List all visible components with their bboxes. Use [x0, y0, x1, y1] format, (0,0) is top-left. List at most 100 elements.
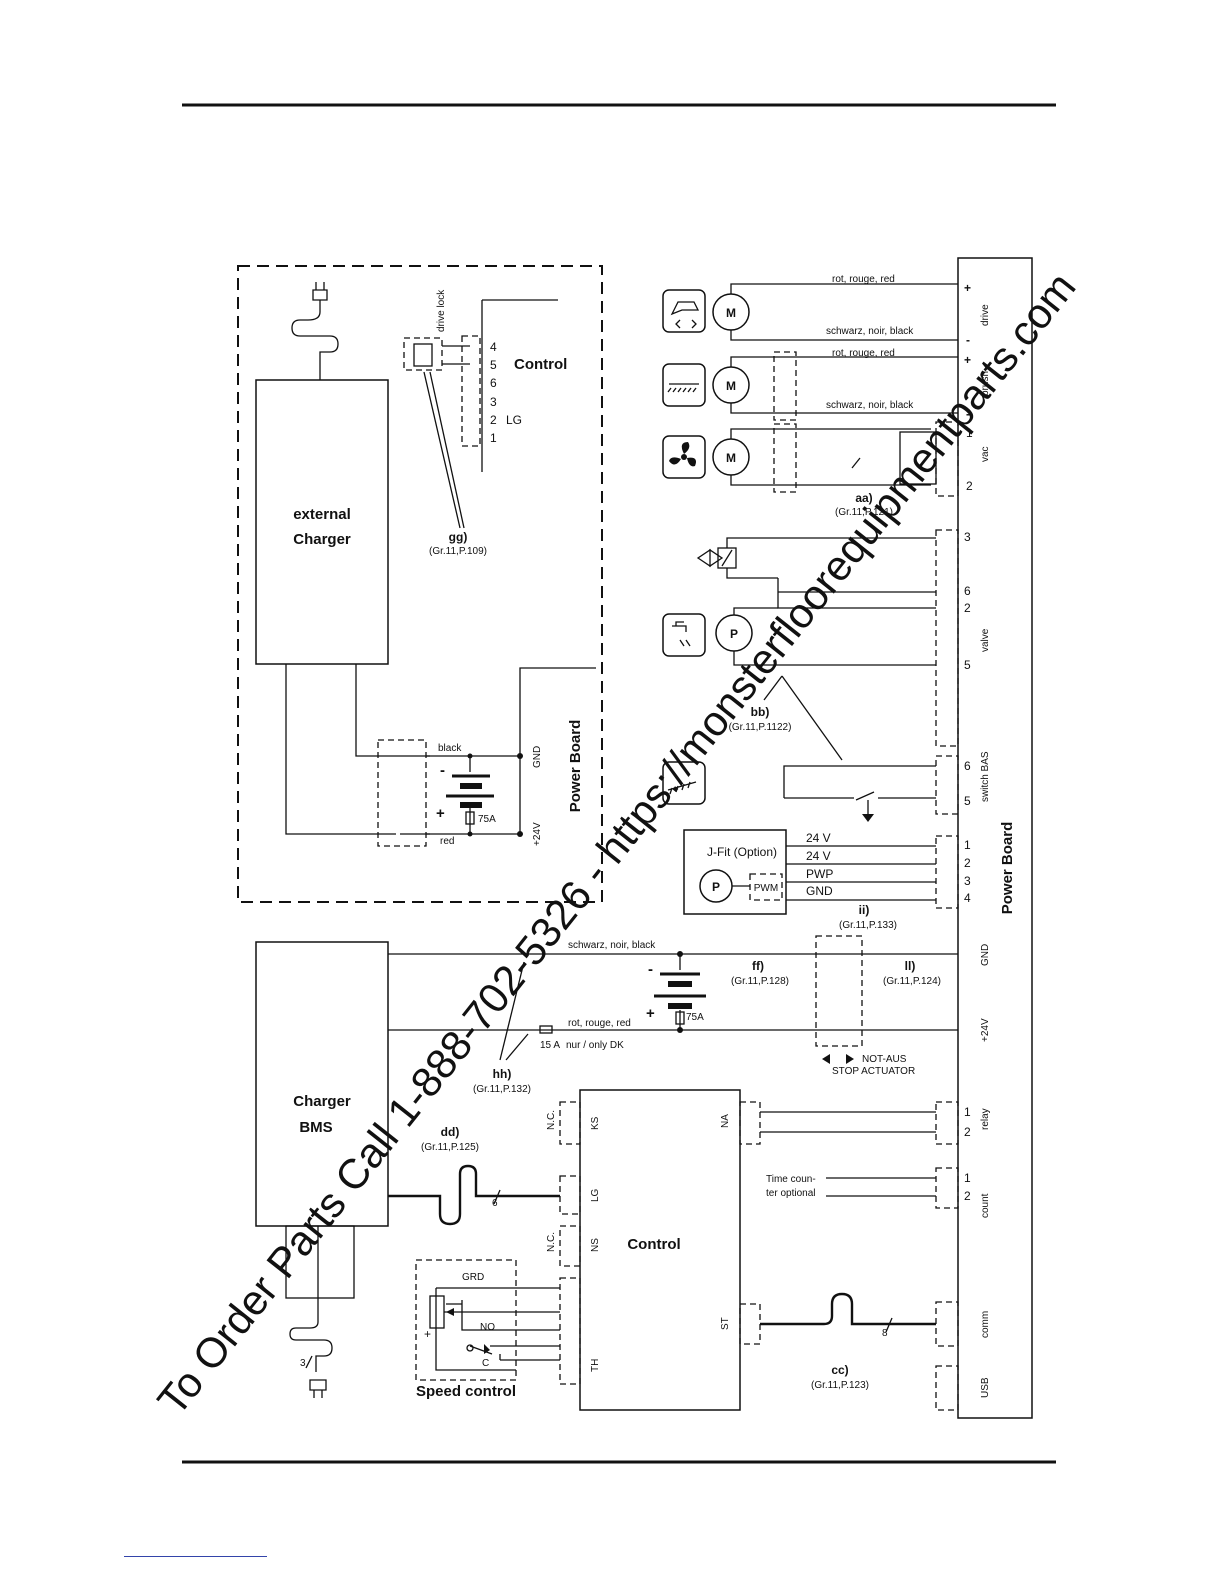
svg-text:2: 2 [964, 601, 971, 615]
cc-label: cc) [831, 1363, 848, 1377]
svg-text:M: M [726, 379, 736, 393]
svg-text:N.C.: N.C. [546, 1110, 557, 1130]
ii-label: ii) [859, 903, 870, 917]
footer-link-underline [124, 1556, 267, 1557]
vacuum-fan-icon [662, 435, 706, 479]
control-title-top: Control [514, 356, 567, 373]
svg-text:1: 1 [964, 1171, 971, 1185]
charger-bms-label-1: Charger [293, 1093, 351, 1110]
svg-text:5: 5 [964, 658, 971, 672]
comm-port-label: comm [980, 1311, 991, 1338]
v24-label-main: +24V [980, 1018, 991, 1042]
svg-text:6: 6 [964, 759, 971, 773]
control-title-lower: Control [627, 1236, 680, 1253]
jfit-port-connector [935, 835, 959, 909]
fuse-15a-label: 15 A [540, 1040, 560, 1051]
main-battery [654, 954, 706, 1030]
svg-text:NS: NS [590, 1238, 601, 1252]
svg-text:+: + [964, 281, 971, 295]
count-port-label: count [980, 1193, 991, 1218]
dd-ref: (Gr.11,P.125) [421, 1142, 479, 1153]
svg-text:3: 3 [964, 874, 971, 888]
usb-port-connector [935, 1365, 959, 1411]
brush-icon [662, 363, 706, 407]
svg-text:PWP: PWP [806, 867, 833, 881]
hh-ref: (Gr.11,P.132) [473, 1084, 531, 1095]
time-counter-label-1: Time coun- [766, 1174, 816, 1185]
control-pin-list: 4 5 6 3 2 1 [490, 340, 497, 445]
aa-label: aa) [855, 491, 872, 505]
valve-port-connector [935, 529, 959, 747]
potentiometer [429, 1295, 445, 1329]
ll-label: ll) [905, 959, 916, 973]
speed-control-label: Speed control [416, 1383, 516, 1400]
svg-text:1: 1 [964, 838, 971, 852]
gg-label: gg) [449, 530, 468, 544]
solenoid-valve-icon [696, 547, 737, 569]
brush-red-label: rot, rouge, red [832, 348, 895, 359]
brush-port-label: brush [980, 371, 991, 396]
main-black-label: schwarz, noir, black [568, 940, 656, 951]
gnd-label-top: GND [532, 746, 543, 768]
bb-ref: (Gr.11,P.1122) [729, 722, 792, 733]
svg-text:1: 1 [490, 431, 497, 445]
drive-black-label: schwarz, noir, black [826, 326, 914, 337]
svg-text:1: 1 [964, 1105, 971, 1119]
stop-actuator-label: STOP ACTUATOR [832, 1066, 915, 1077]
svg-text:3: 3 [300, 1358, 306, 1369]
ff-label: ff) [752, 959, 764, 973]
power-board [957, 257, 1033, 1419]
svg-text:24 V: 24 V [806, 849, 831, 863]
svg-text:6: 6 [490, 376, 497, 390]
svg-text:-: - [648, 961, 653, 978]
svg-text:5: 5 [964, 794, 971, 808]
lg-connector [559, 1175, 581, 1215]
relay-port-label: relay [980, 1108, 991, 1130]
vac-port-label: vac [980, 446, 991, 462]
ks-connector [559, 1101, 581, 1145]
svg-text:LG: LG [590, 1188, 601, 1202]
svg-text:+: + [964, 353, 971, 367]
svg-text:KS: KS [590, 1116, 601, 1130]
v24-label-top: +24V [532, 822, 543, 846]
vac-port-connector [935, 421, 959, 497]
brush-connector [773, 351, 797, 421]
vac-connector [773, 423, 797, 493]
power-board-label-left: Power Board [567, 720, 584, 813]
charger-bms-label-2: BMS [299, 1119, 332, 1136]
switch-bas-icon [662, 761, 706, 805]
svg-text:+: + [646, 1005, 655, 1022]
external-charger-box [255, 379, 389, 665]
drive-icon [662, 289, 706, 333]
main-red-label: rot, rouge, red [568, 1018, 631, 1029]
ns-connector [559, 1225, 581, 1267]
drive-red-label: rot, rouge, red [832, 274, 895, 285]
svg-text:P: P [730, 627, 738, 641]
mains-plug-icon-bottom: 3 [289, 1226, 333, 1398]
svg-text:+: + [424, 1327, 431, 1341]
power-board-label-right: Power Board [999, 822, 1016, 915]
svg-text:NA: NA [720, 1114, 731, 1128]
ii-ref: (Gr.11,P.133) [839, 920, 897, 931]
emergency-stop-connector [815, 935, 863, 1047]
svg-text:24 V: 24 V [806, 831, 831, 845]
svg-text:2: 2 [964, 1125, 971, 1139]
ll-ref: (Gr.11,P.124) [883, 976, 941, 987]
external-charger-label-1: external [293, 506, 351, 523]
red-label: red [440, 836, 454, 847]
svg-text:6: 6 [492, 1198, 498, 1209]
battery-minus: - [440, 762, 445, 779]
charger-bms-box [255, 941, 389, 1227]
lg-label-top: LG [506, 413, 522, 427]
svg-text:M: M [726, 451, 736, 465]
drive-lock-label: drive lock [436, 289, 447, 332]
count-port-connector [935, 1167, 959, 1209]
drive-port-label: drive [980, 304, 991, 326]
charger-connector [377, 739, 427, 847]
svg-text:1: 1 [966, 426, 973, 440]
svg-text:2: 2 [964, 856, 971, 870]
only-dk-label: nur / only DK [566, 1040, 624, 1051]
fuse-75a-main: 75A [686, 1012, 704, 1023]
jfit-option-box [683, 829, 787, 915]
